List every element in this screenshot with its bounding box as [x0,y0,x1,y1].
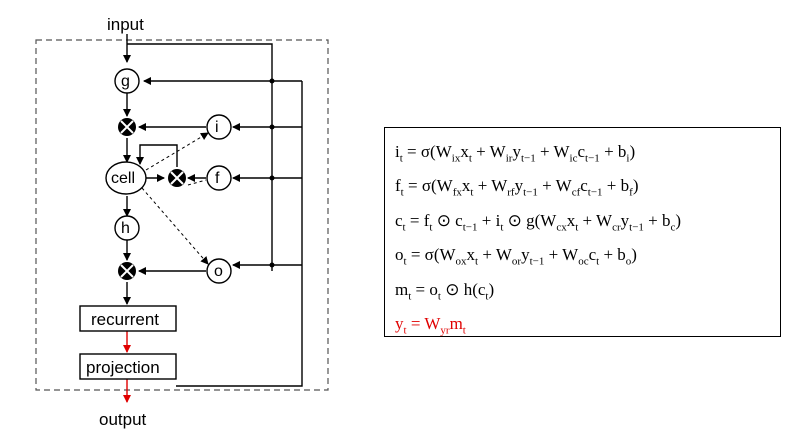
output-label: output [99,410,147,429]
output-gate-multiply-icon [118,262,136,280]
equation-3: ot = σ(Woxxt + Woryt−1 + Wocct + bo) [395,245,637,268]
svg-text:projection: projection [86,358,160,377]
lstm-block-border [35,39,329,391]
h-node: h [114,215,140,241]
equation-5: yt = Wyrmt [395,313,466,337]
equation-0: it = σ(Wixxt + Wiryt−1 + Wicct−1 + bi) [395,142,636,165]
i-gate-node: i [206,114,232,140]
equation-1: ft = σ(Wfxxt + Wrfyt−1 + Wcfct−1 + bf) [395,176,639,199]
svg-text:cell: cell [111,170,135,187]
equations-box: it = σ(Wixxt + Wiryt−1 + Wicct−1 + bi) ft… [384,127,781,337]
o-gate-node: o [206,258,232,284]
forget-gate-multiply-icon [168,169,186,187]
svg-text:h: h [121,220,130,237]
input-gate-multiply-icon [118,118,136,136]
svg-text:i: i [215,119,219,136]
equation-2: ct = ft ⊙ ct−1 + it ⊙ g(Wcxxt + Wcryt−1 … [395,210,682,234]
cell-node: cell [105,161,147,195]
svg-text:f: f [215,170,220,187]
input-label: input [107,15,144,34]
recurrent-box: recurrent [79,305,177,332]
equation-list: it = σ(Wixxt + Wiryt−1 + Wicct−1 + bi) ft… [395,138,780,344]
svg-text:o: o [214,263,223,280]
equation-4: mt = ot ⊙ h(ct) [395,279,495,302]
svg-text:g: g [121,73,130,90]
svg-text:recurrent: recurrent [91,310,159,329]
g-node: g [114,68,140,94]
projection-box: projection [79,353,177,380]
f-gate-node: f [206,165,232,191]
